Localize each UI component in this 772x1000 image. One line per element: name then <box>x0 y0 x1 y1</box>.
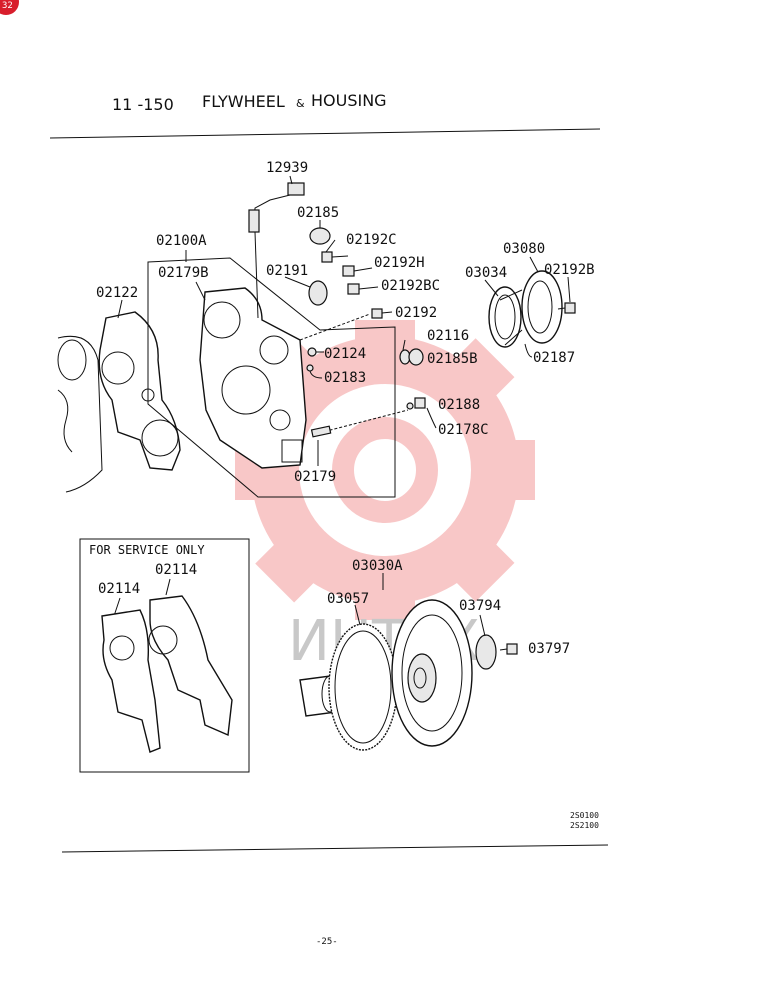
label-02114-right: 02114 <box>155 562 197 578</box>
bolt-guide-line <box>299 313 371 341</box>
label-02100A: 02100A <box>156 233 207 249</box>
header-rule <box>49 128 601 139</box>
page-number: -25- <box>316 937 338 947</box>
label-02191: 02191 <box>266 263 308 279</box>
svg-text:32: 32 <box>2 1 13 11</box>
service-box-title: FOR SERVICE ONLY <box>89 543 205 557</box>
cap-02185 <box>309 227 331 245</box>
label-02192BC: 02192BC <box>381 278 440 294</box>
label-02179: 02179 <box>294 469 336 485</box>
pin-02124 <box>307 347 324 357</box>
label-02178C: 02178C <box>438 422 489 438</box>
stud-02179 <box>310 425 332 438</box>
label-02192B: 02192B <box>544 262 595 278</box>
housing-group-bracket <box>147 257 396 498</box>
gasket-02122 <box>98 311 181 471</box>
label-02185B: 02185B <box>427 351 478 367</box>
label-02124: 02124 <box>324 346 366 362</box>
sensor-12939 <box>248 182 305 319</box>
label-02192H: 02192H <box>374 255 425 271</box>
footer-rule <box>61 844 609 853</box>
label-03034: 03034 <box>465 265 507 281</box>
bolt-02192BC <box>347 283 379 295</box>
engine-block-outline <box>57 335 103 493</box>
bolt-02192 <box>371 308 393 319</box>
flywheel-housing <box>199 287 307 469</box>
plug-02191 <box>308 280 328 306</box>
plug-02185B <box>399 348 424 366</box>
seal-retainer-03080 <box>499 270 563 346</box>
nut-02188 <box>406 397 426 410</box>
ring-gear-03057 <box>328 623 398 751</box>
gasket-02114-right <box>149 595 233 737</box>
label-02188: 02188 <box>438 397 480 413</box>
corner-badge: 32 <box>0 0 19 15</box>
label-02185: 02185 <box>297 205 339 221</box>
bolt-02192H <box>342 265 373 277</box>
oil-seal-03034 <box>488 286 522 348</box>
label-03797: 03797 <box>528 641 570 657</box>
flywheel-assembly <box>299 573 518 751</box>
model-code-1: 2S0100 <box>570 811 599 820</box>
page-title-amp: & <box>296 97 305 110</box>
bolt-02192B <box>557 302 576 314</box>
label-02114-left: 02114 <box>98 581 140 597</box>
plate-03794 <box>475 634 497 670</box>
label-02187: 02187 <box>533 350 575 366</box>
label-02116: 02116 <box>427 328 469 344</box>
label-02122: 02122 <box>96 285 138 301</box>
section-number: 11 -150 <box>112 95 174 114</box>
label-03057: 03057 <box>327 591 369 607</box>
label-03794: 03794 <box>459 598 501 614</box>
label-02179B: 02179B <box>158 265 209 281</box>
label-03080: 03080 <box>503 241 545 257</box>
label-12939: 12939 <box>266 160 308 176</box>
leader-lines <box>117 175 571 466</box>
washer-02183 <box>306 364 323 379</box>
page-title-housing: HOUSING <box>311 91 387 110</box>
service-only-box: FOR SERVICE ONLY 02114 02114 <box>79 538 250 773</box>
gasket-02114-left <box>101 609 161 753</box>
label-02192C: 02192C <box>346 232 397 248</box>
bolt-03797 <box>499 643 518 655</box>
label-03030A: 03030A <box>352 558 403 574</box>
label-02183: 02183 <box>324 370 366 386</box>
label-02192: 02192 <box>395 305 437 321</box>
bolt-02192C <box>321 251 349 263</box>
page-title-flywheel: FLYWHEEL <box>202 92 285 111</box>
model-code-2: 2S2100 <box>570 821 599 830</box>
